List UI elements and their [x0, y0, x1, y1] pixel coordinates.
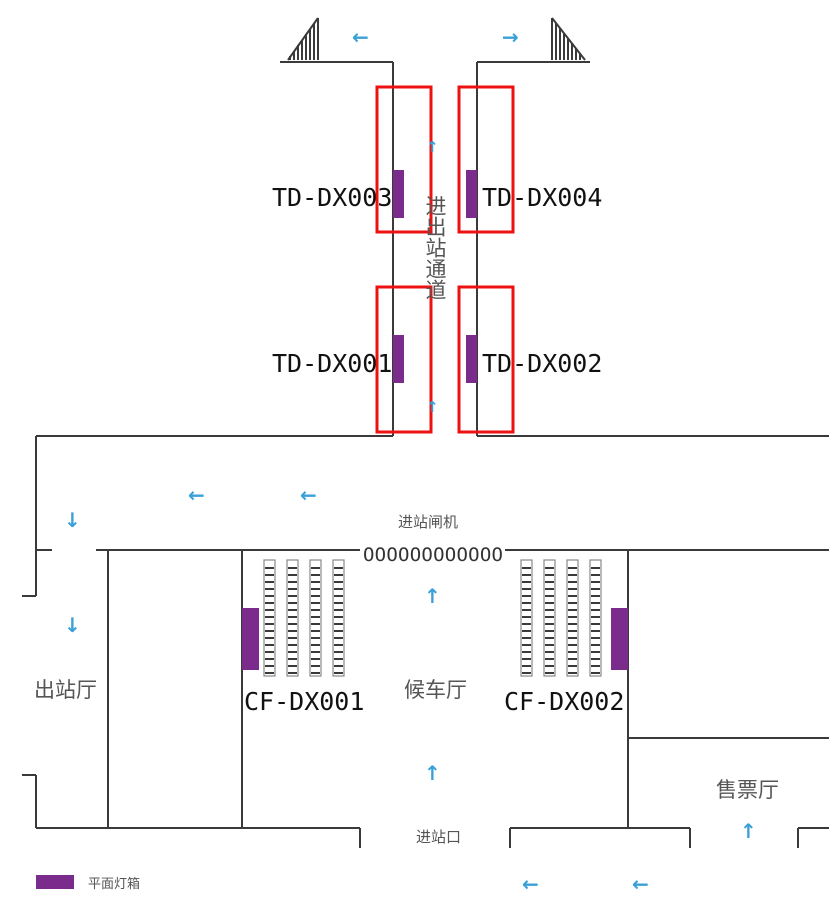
label-ticket-hall: 售票厅: [716, 778, 779, 802]
label-td-dx002: TD-DX002: [482, 349, 602, 378]
legend-swatch: [36, 875, 74, 889]
highlight-td-dx003: [375, 85, 433, 234]
arrow-down-icon: ↓: [64, 508, 81, 532]
arrow-right-icon: →: [502, 25, 519, 49]
label-passage: 进出站通道: [423, 195, 447, 300]
legend-label: 平面灯箱: [88, 876, 140, 892]
lightbox-td-dx002: [466, 335, 477, 383]
arrow-left-icon: ←: [300, 483, 317, 507]
arrow-up-icon: ↑: [740, 819, 757, 843]
arrow-up-icon: ↑: [424, 584, 441, 608]
seating-left: [263, 559, 345, 677]
gate-glyph-row: OOOOOOOOOOOO: [363, 544, 503, 566]
label-cf-dx002: CF-DX002: [504, 687, 624, 716]
label-td-dx003: TD-DX003: [272, 183, 392, 212]
lightbox-cf-dx002: [611, 608, 628, 670]
lightbox-td-dx001: [393, 335, 404, 383]
label-td-dx004: TD-DX004: [482, 183, 602, 212]
legend: 平面灯箱: [36, 875, 140, 892]
label-entrance: 进站口: [416, 828, 461, 846]
arrow-up-icon: ↑: [426, 398, 439, 416]
arrow-left-icon: ←: [352, 25, 369, 49]
seat-dividers: [265, 567, 600, 674]
arrow-up-icon: ↑: [426, 138, 439, 156]
label-exit-hall: 出站厅: [34, 678, 97, 702]
label-gate-machines: 进站闸机: [398, 513, 458, 531]
arrow-left-icon: ←: [522, 872, 539, 896]
walls: [22, 61, 829, 848]
stairs-left: [287, 17, 319, 61]
arrow-down-icon: ↓: [64, 613, 81, 637]
label-td-dx001: TD-DX001: [272, 349, 392, 378]
arrow-left-icon: ←: [632, 872, 649, 896]
lightbox-td-dx004: [466, 170, 477, 218]
lightbox-td-dx003: [393, 170, 404, 218]
arrow-left-icon: ←: [188, 483, 205, 507]
highlight-td-dx004: [457, 85, 515, 234]
label-cf-dx001: CF-DX001: [244, 687, 364, 716]
seating-right: [520, 559, 602, 677]
arrow-up-icon: ↑: [424, 761, 441, 785]
stairs-right: [551, 17, 586, 61]
highlight-td-dx002: [457, 285, 515, 434]
label-waiting-hall: 候车厅: [404, 678, 467, 702]
highlight-td-dx001: [375, 285, 433, 434]
lightbox-cf-dx001: [242, 608, 259, 670]
